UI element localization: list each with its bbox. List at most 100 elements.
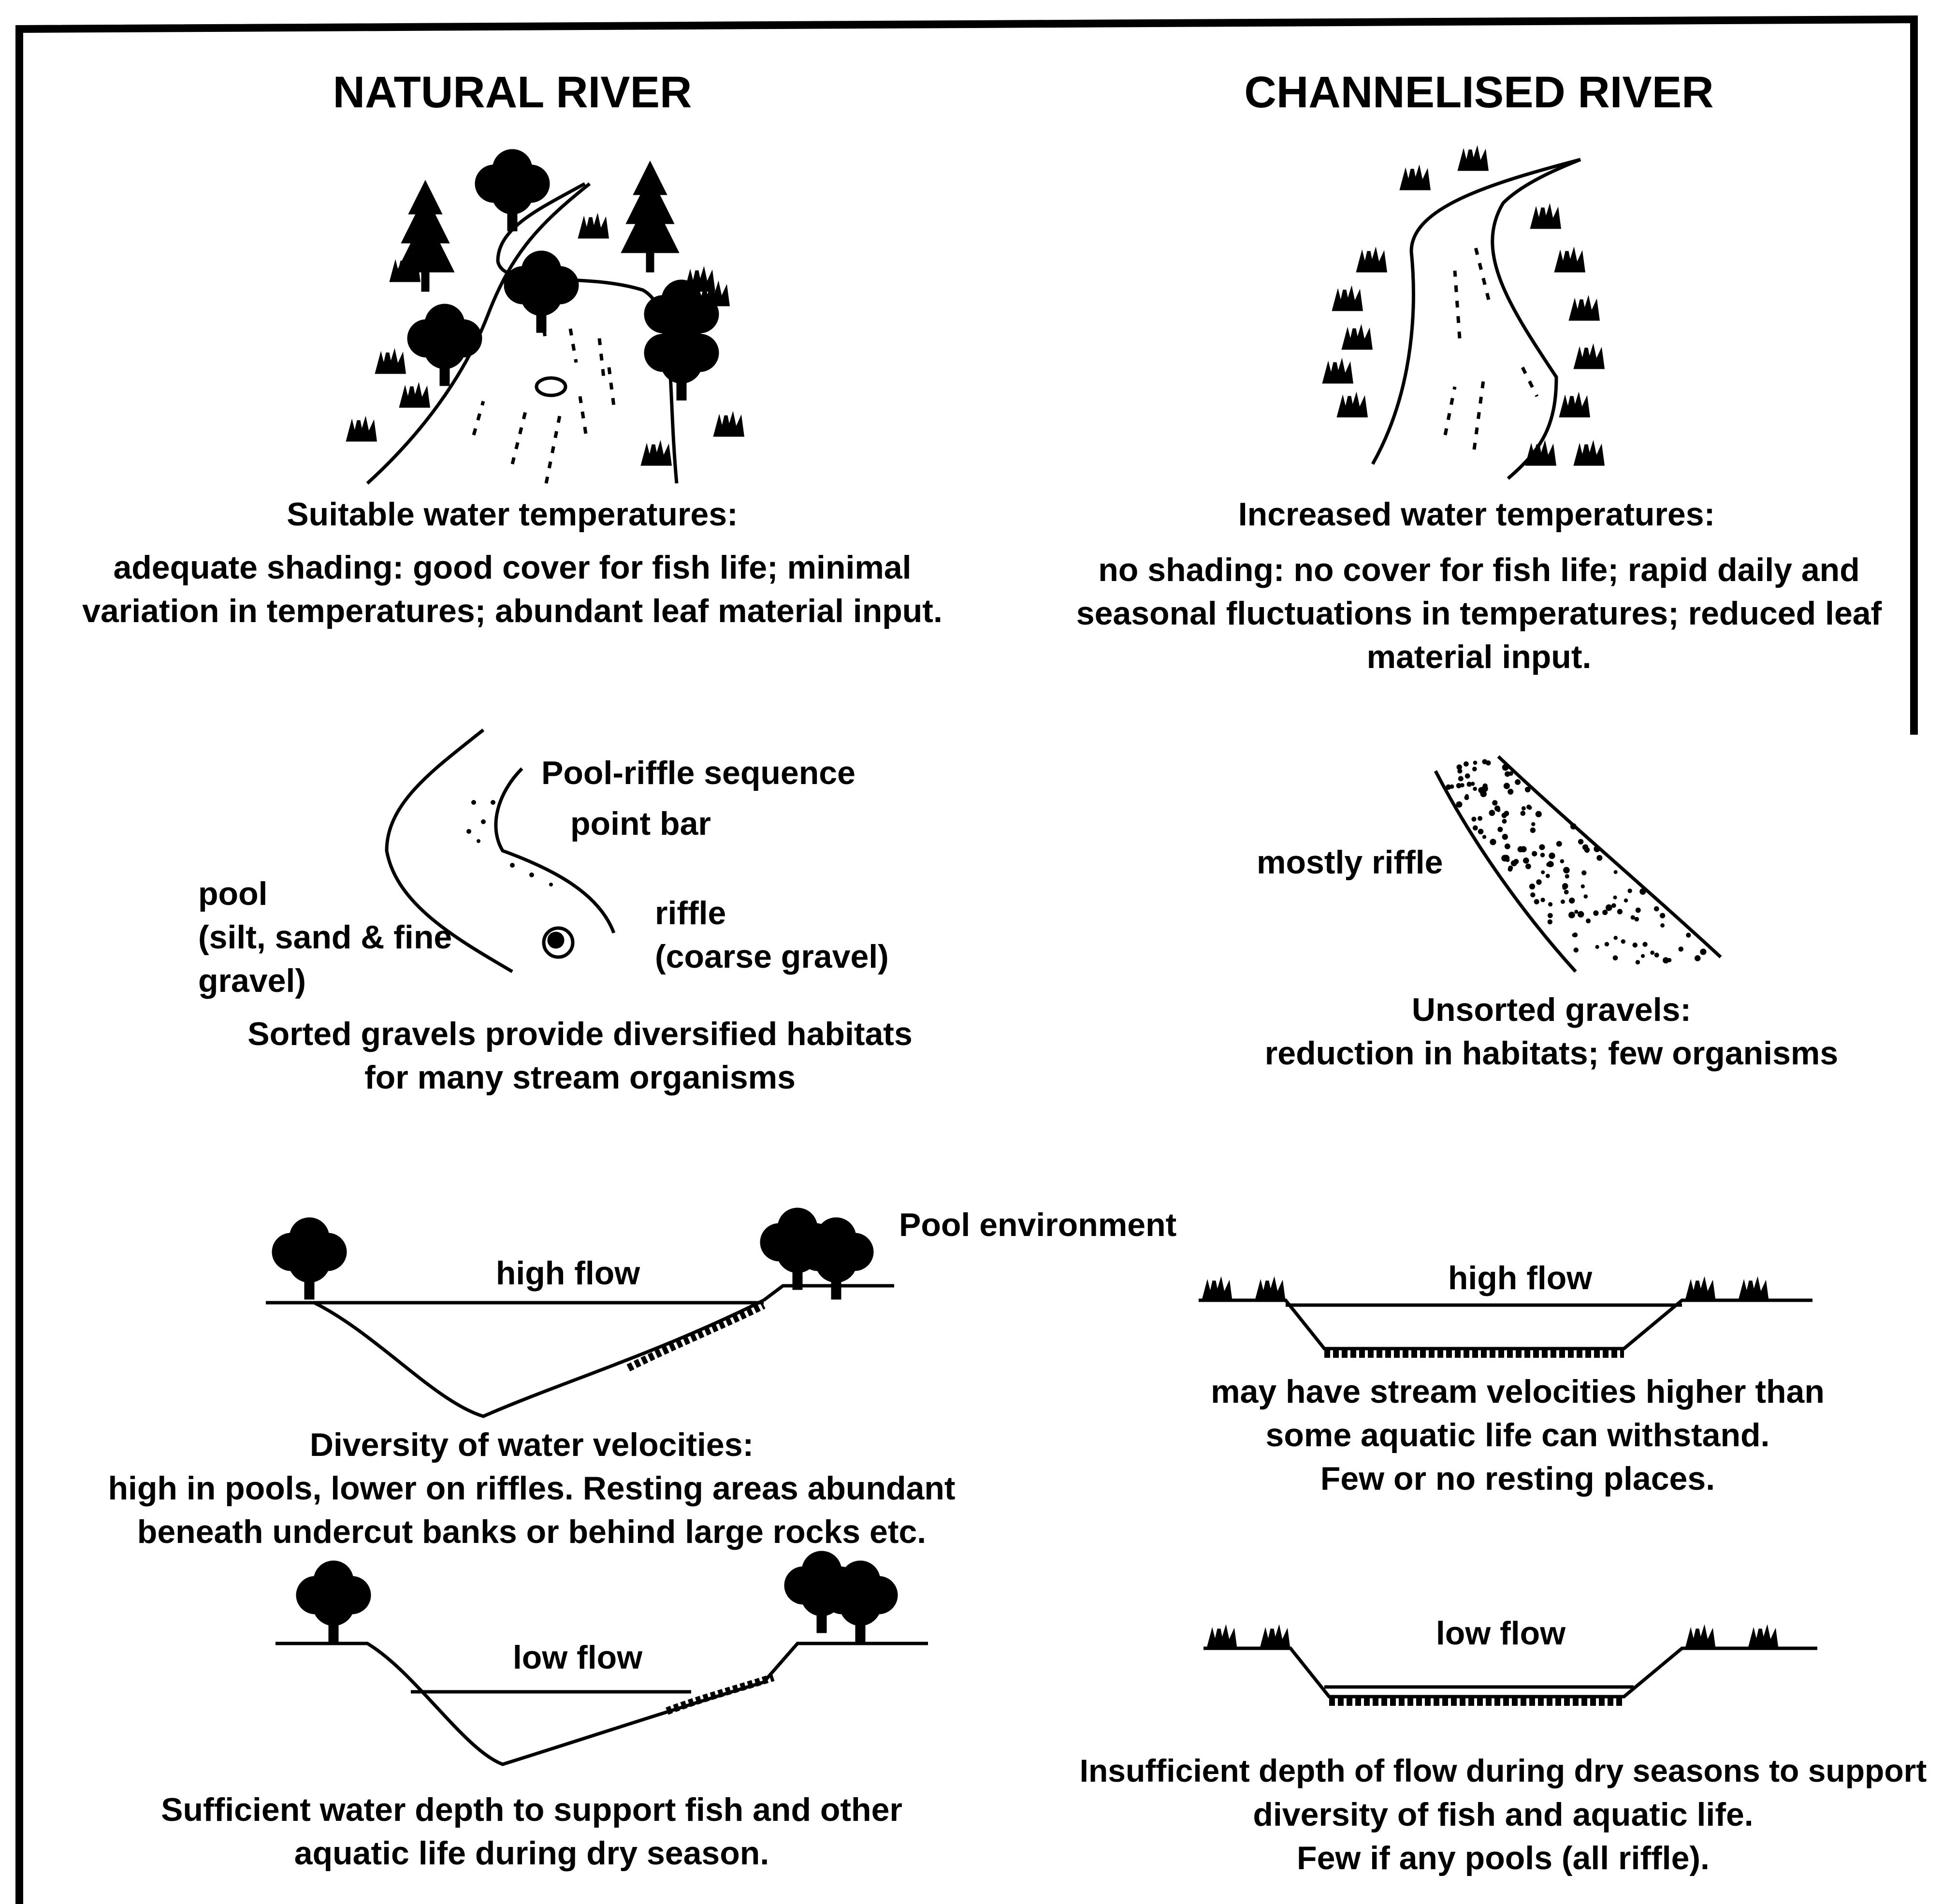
gravel-dot — [1546, 874, 1550, 878]
channelised-low-flow-label: low flow — [1368, 1617, 1634, 1650]
gravel-dot — [1486, 760, 1491, 766]
gravel-dot — [1560, 859, 1565, 863]
gravel-dot — [1606, 904, 1612, 911]
gravel-dot — [1521, 846, 1527, 852]
unsorted-gravels-line1: Unsorted gravels: — [1194, 993, 1909, 1026]
gravel-dot — [1464, 761, 1469, 767]
gravel-dot — [1564, 890, 1569, 895]
gravel-dot — [1480, 791, 1487, 798]
channelised-temp-line3: material input. — [1054, 640, 1904, 673]
gravel-dot — [1613, 896, 1617, 900]
gravel-dot — [1594, 846, 1600, 852]
natural-high-flow-label: high flow — [435, 1257, 701, 1290]
gravel-dot — [1636, 908, 1641, 913]
gravel-dot — [1540, 853, 1545, 858]
gravel-dot — [1464, 795, 1469, 800]
natural-velocity-line3: beneath undercut banks or behind large r… — [97, 1515, 967, 1548]
gravel-dot — [1578, 911, 1584, 918]
pool-label-line1: pool — [198, 877, 268, 910]
gravel-dot — [1574, 910, 1578, 914]
natural-temp-line2: variation in temperatures; abundant leaf… — [63, 595, 962, 627]
gravel-dot — [1501, 855, 1508, 862]
gravel-dot — [1585, 849, 1590, 853]
gravel-dot — [1654, 953, 1659, 958]
gravel-dot — [1478, 828, 1484, 834]
gravel-dot — [1456, 764, 1462, 770]
gravel-dot — [1489, 810, 1495, 816]
gravel-dot — [1458, 776, 1464, 781]
gravel-dot — [1634, 917, 1639, 922]
gravel-dot — [1700, 948, 1706, 955]
gravel-dot — [1570, 823, 1577, 829]
gravel-dot — [1679, 946, 1683, 951]
channelised-velocity-line1: may have stream velocities higher than — [1126, 1375, 1909, 1408]
gravel-dot — [1686, 932, 1691, 937]
channelised-velocity-line3: Few or no resting places. — [1126, 1462, 1909, 1495]
gravel-dot — [1613, 955, 1618, 960]
natural-low-flow-label: low flow — [445, 1641, 710, 1674]
gravel-dot — [1502, 834, 1508, 840]
gravel-dot — [1549, 853, 1555, 859]
gravel-dot — [1532, 851, 1537, 856]
gravel-dot — [1695, 955, 1701, 961]
natural-temp-heading: Suitable water temperatures: — [222, 498, 802, 531]
gravel-dot — [1515, 779, 1521, 785]
gravel-dot — [1473, 761, 1478, 765]
channelised-depth-line1: Insufficient depth of flow during dry se… — [1054, 1755, 1953, 1787]
gravel-dot — [1614, 870, 1618, 874]
gravel-dot — [1530, 892, 1535, 897]
gravel-dot — [1508, 866, 1513, 871]
gravel-dot — [1478, 816, 1482, 821]
channelised-velocity-line2: some aquatic life can withstand. — [1126, 1419, 1909, 1452]
sorted-gravels-line2: for many stream organisms — [145, 1061, 1015, 1094]
gravel-dot — [1660, 923, 1665, 928]
gravel-dot — [1548, 913, 1553, 918]
gravel-dot — [1602, 910, 1608, 915]
gravel-dot — [1549, 861, 1554, 867]
gravel-dot — [1642, 942, 1647, 947]
gravel-dot — [1617, 909, 1623, 914]
gravel-dot — [1660, 913, 1665, 918]
channelised-river-title: CHANNELISED RIVER — [1189, 70, 1769, 115]
channelised-high-flow-label: high flow — [1387, 1262, 1653, 1294]
gravel-dot — [1531, 822, 1535, 826]
gravel-dot — [1540, 898, 1545, 902]
gravel-dot — [1581, 871, 1586, 875]
gravel-dot — [1539, 844, 1545, 850]
gravel-dot — [1595, 945, 1599, 949]
gravel-dot — [1465, 773, 1470, 779]
gravel-dot — [1502, 819, 1507, 824]
gravel-dot — [1667, 958, 1671, 962]
gravel-dot — [1450, 785, 1454, 789]
gravel-dot — [1497, 827, 1503, 832]
gravel-dot — [1492, 800, 1497, 805]
gravel-dot — [1541, 870, 1545, 874]
gravel-dot — [1633, 943, 1638, 948]
gravel-dot — [1548, 902, 1552, 906]
gravel-dot — [1568, 912, 1575, 918]
gravel-dot — [1473, 825, 1478, 830]
gravel-dot — [1586, 918, 1591, 923]
channelised-depth-line3: Few if any pools (all riffle). — [1054, 1842, 1953, 1875]
gravel-dot — [1650, 950, 1654, 955]
gravel-dot — [1563, 867, 1570, 873]
gravel-dot — [1583, 894, 1588, 899]
gravel-dot — [1631, 915, 1635, 919]
gravel-dot — [1471, 782, 1475, 785]
gravel-dot — [1556, 841, 1562, 847]
gravel-dot — [1636, 960, 1640, 964]
gravel-dot — [1624, 899, 1628, 903]
point-bar-label: point bar — [570, 807, 711, 840]
gravel-dot — [1473, 787, 1477, 791]
gravel-dot — [1627, 888, 1632, 893]
gravel-dot — [1529, 884, 1535, 889]
gravel-dot — [1525, 787, 1531, 793]
gravel-dot — [1573, 932, 1578, 937]
natural-river-title: NATURAL RIVER — [271, 70, 754, 115]
channelised-temp-line2: seasonal fluctuations in temperatures; r… — [1054, 597, 1904, 630]
gravel-dot — [1530, 828, 1536, 833]
gravel-dot — [1456, 801, 1462, 808]
gravel-dot — [1569, 898, 1575, 903]
gravel-dot — [1522, 806, 1526, 811]
channelised-river-sketch — [1324, 150, 1603, 479]
